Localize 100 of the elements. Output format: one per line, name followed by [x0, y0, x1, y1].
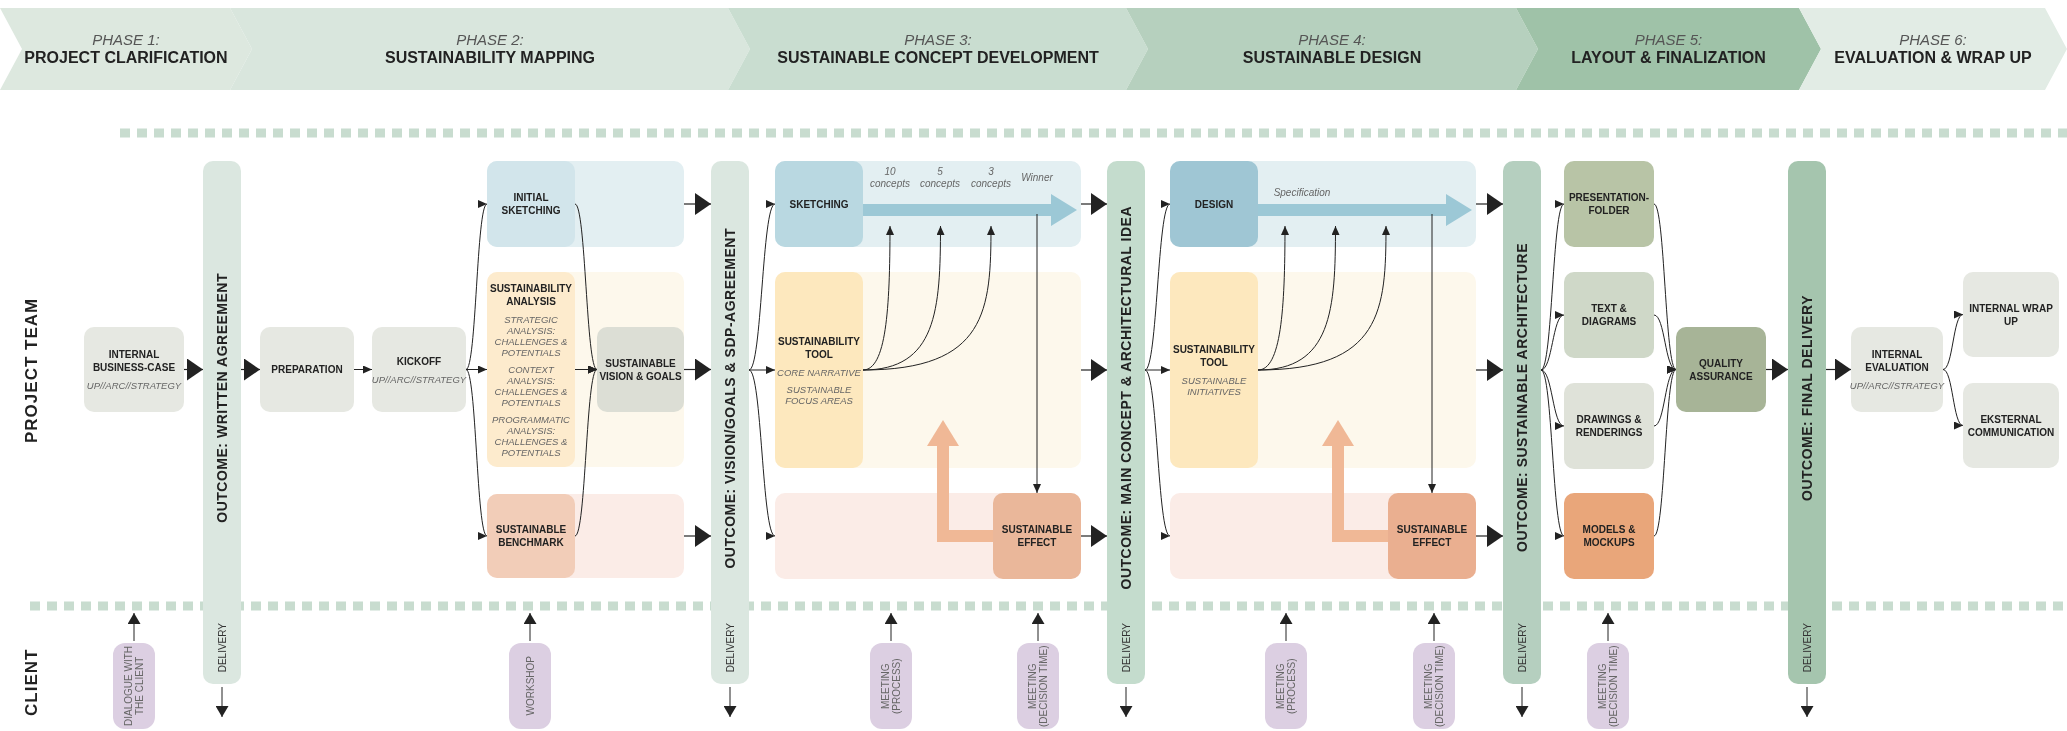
- box-title: INITIAL SKETCHING: [500, 191, 562, 217]
- arrow: [748, 369, 776, 537]
- arrow: [862, 225, 995, 371]
- box-title: MODELS & MOCKUPS: [1581, 523, 1637, 549]
- arrow: [1825, 361, 1852, 378]
- arrow: [1765, 361, 1789, 378]
- box-note: CORE NARRATIVE: [777, 366, 861, 378]
- client-meeting-tag: [1587, 643, 1629, 729]
- arrow: [1602, 612, 1614, 642]
- process-box: [1963, 383, 2059, 468]
- arrow: [1257, 225, 1390, 371]
- arrow: [128, 612, 140, 642]
- client-meeting-tag: [870, 643, 912, 729]
- process-box: [487, 272, 575, 467]
- phase-title: SUSTAINABLE DESIGN: [1241, 47, 1423, 68]
- outcome-bar: [1107, 161, 1145, 684]
- box-title: SUSTAINABLE EFFECT: [1000, 523, 1074, 549]
- arrow: [183, 361, 204, 378]
- arrow: [1540, 203, 1565, 371]
- delivery-label: DELIVERY: [216, 622, 228, 672]
- outcome-title: OUTCOME: SUSTAINABLE ARCHITECTURE: [1514, 243, 1530, 553]
- outcome-bar: [1503, 161, 1541, 684]
- process-box: [1564, 383, 1654, 469]
- box-title: DESIGN: [1194, 197, 1234, 211]
- arrow: [1280, 612, 1292, 642]
- arrow: [1080, 362, 1108, 378]
- box-title: QUALITY ASSURANCE: [1688, 356, 1754, 383]
- phase-number: PHASE 2:: [456, 30, 524, 48]
- box-title: EKSTERNAL COMMUNICATION: [1966, 412, 2056, 439]
- arrow: [1144, 369, 1171, 537]
- process-box: [775, 161, 863, 247]
- box-note: UP//ARC//STRATEGY: [86, 380, 182, 391]
- box-title: PREPARATION: [271, 363, 343, 376]
- meeting-label: MEETING (DECISION TIME): [1423, 644, 1445, 729]
- arrow: [1475, 196, 1504, 212]
- box-note: UP//ARC//STRATEGY: [1849, 380, 1945, 391]
- phase-title: EVALUATION & WRAP UP: [1833, 47, 2033, 68]
- outcome-title: OUTCOME: MAIN CONCEPT & ARCHITECTURAL IDEA: [1118, 206, 1134, 590]
- arrow: [240, 361, 261, 378]
- box-title: SUSTAINABLE VISION & GOALS: [599, 356, 682, 383]
- arrow: [724, 686, 736, 718]
- client-meeting-tag: [1017, 643, 1059, 729]
- meeting-label: MEETING (PROCESS): [1275, 657, 1297, 716]
- box-title: SUSTAINABILITY TOOL: [1172, 343, 1256, 369]
- arrow: [1080, 528, 1108, 544]
- process-box: [1851, 327, 1943, 412]
- block-arrow: [863, 197, 1077, 223]
- lane-band: [775, 493, 1081, 579]
- arrow: [1144, 366, 1171, 374]
- arrow: [465, 203, 488, 370]
- phase-banner: [1516, 8, 1821, 90]
- outcome-title: OUTCOME: WRITTEN AGREEMENT: [214, 273, 230, 523]
- arrow: [683, 196, 712, 212]
- lane-band: [487, 161, 684, 247]
- box-note: SUSTAINABLE FOCUS AREAS: [784, 383, 854, 406]
- arrow: [1120, 686, 1132, 718]
- arrow-label: Specification: [1272, 186, 1332, 200]
- arrow: [465, 369, 488, 537]
- phase-banner: [1799, 8, 2067, 90]
- arrow: [574, 369, 598, 537]
- arrow: [683, 528, 712, 544]
- meeting-label: MEETING (PROCESS): [880, 657, 902, 716]
- process-box: [1564, 493, 1654, 579]
- process-box: [260, 327, 354, 412]
- client-meeting-tag: [1265, 643, 1307, 729]
- box-title: TEXT & DIAGRAMS: [1580, 302, 1638, 328]
- phase-banner: [1126, 8, 1538, 90]
- process-box: [1170, 272, 1258, 468]
- arrow: [1033, 213, 1041, 494]
- box-title: KICKOFF: [396, 354, 442, 368]
- box-note: SUSTAINABLE INITIATIVES: [1180, 375, 1248, 397]
- process-box: [993, 493, 1081, 579]
- box-title: SUSTAINABLE BENCHMARK: [494, 523, 568, 549]
- delivery-label: DELIVERY: [724, 622, 736, 672]
- phase-banner: [728, 8, 1148, 90]
- client-meeting-tag: [509, 643, 551, 729]
- arrow: [748, 366, 776, 374]
- meeting-label: MEETING (DECISION TIME): [1597, 644, 1619, 729]
- arrow: [1428, 213, 1436, 494]
- block-arrow: [1325, 420, 1388, 542]
- box-title: SUSTAINABILITY TOOL: [777, 334, 861, 361]
- box-title: SKETCHING: [789, 197, 849, 211]
- phase-number: PHASE 6:: [1899, 30, 1967, 48]
- process-box: [1564, 272, 1654, 358]
- arrow: [1516, 686, 1528, 718]
- lane-band: [775, 272, 1081, 468]
- arrow: [885, 612, 897, 642]
- arrow: [1540, 314, 1565, 371]
- arrow: [574, 203, 598, 370]
- outcome-bar: [711, 161, 749, 684]
- arrow: [353, 365, 373, 374]
- lane-band: [487, 272, 684, 467]
- box-note: CONTEXT ANALYSIS: CHALLENGES & POTENTIALS: [493, 363, 569, 408]
- arrow: [1653, 203, 1677, 370]
- arrow: [216, 686, 228, 718]
- arrow: [1942, 314, 1964, 370]
- arrow: [524, 612, 536, 642]
- lane-band: [487, 494, 684, 578]
- process-box: [597, 327, 684, 412]
- arrow: [465, 365, 488, 374]
